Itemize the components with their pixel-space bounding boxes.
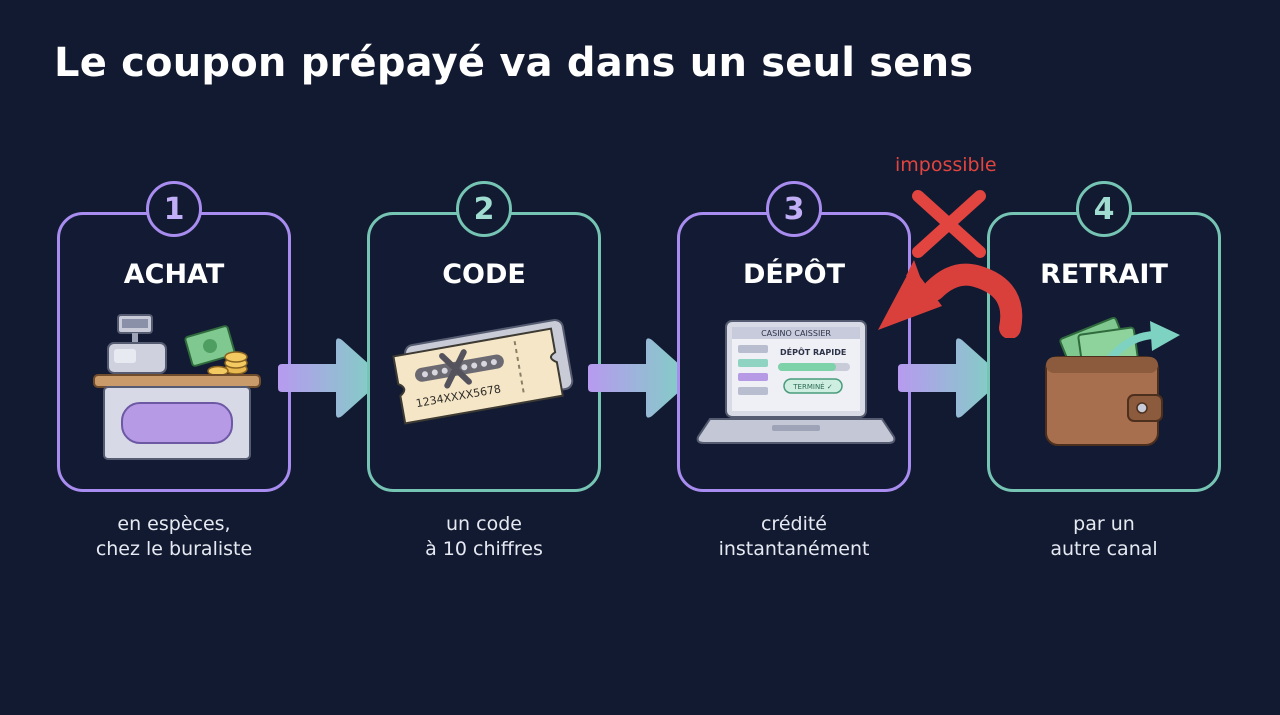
step-caption-retrait: par un autre canal (974, 512, 1234, 562)
flow-arrow-right-icon (898, 338, 1002, 418)
caption-line: chez le buraliste (95, 538, 253, 560)
wallet-icon (1045, 316, 1180, 446)
caption-line: crédité (760, 513, 827, 535)
caption-line: instantanément (718, 538, 870, 560)
step-number-badge: 2 (456, 181, 512, 237)
cash-register-icon (93, 314, 261, 460)
step-title: CODE (442, 259, 526, 290)
step-card-achat: 1 ACHAT (57, 181, 291, 492)
step-caption-depot: crédité instantanément (664, 512, 924, 562)
blocked-return-icon (878, 190, 1023, 338)
caption-line: par un (1073, 513, 1135, 535)
step-card-retrait: 4 RETRAIT (987, 181, 1221, 492)
step-card-depot: 3 DÉPÔT CASINO CAISSIER DÉPÔT RAPIDE TER… (677, 181, 911, 492)
impossible-label: impossible (895, 154, 997, 176)
laptop-icon: CASINO CAISSIER DÉPÔT RAPIDE TERMINÉ ✓ (696, 320, 896, 444)
step-number-badge: 3 (766, 181, 822, 237)
step-title: RETRAIT (1040, 259, 1168, 290)
caption-line: à 10 chiffres (425, 538, 543, 560)
step-caption-code: un code à 10 chiffres (354, 512, 614, 562)
laptop-panel-title: DÉPÔT RAPIDE (780, 346, 846, 357)
step-caption-achat: en espèces, chez le buraliste (44, 512, 304, 562)
laptop-status-text: TERMINÉ ✓ (792, 382, 832, 391)
step-number-badge: 1 (146, 181, 202, 237)
step-card-code: 2 CODE 1234XXXX5678 (367, 181, 601, 492)
step-title: DÉPÔT (742, 259, 845, 290)
red-cross-icon (912, 190, 986, 258)
laptop-header-text: CASINO CAISSIER (761, 329, 831, 338)
step-number-badge: 4 (1076, 181, 1132, 237)
caption-line: en espèces, (117, 513, 231, 535)
return-arrow-icon (878, 260, 1023, 338)
coupon-ticket-icon: 1234XXXX5678 (392, 318, 574, 425)
caption-line: autre canal (1050, 538, 1158, 560)
flow-arrow-right-icon (588, 338, 692, 418)
caption-line: un code (446, 513, 522, 535)
step-title: ACHAT (123, 259, 225, 290)
flow-arrow-right-icon (278, 338, 382, 418)
page-title: Le coupon prépayé va dans un seul sens (54, 40, 974, 86)
